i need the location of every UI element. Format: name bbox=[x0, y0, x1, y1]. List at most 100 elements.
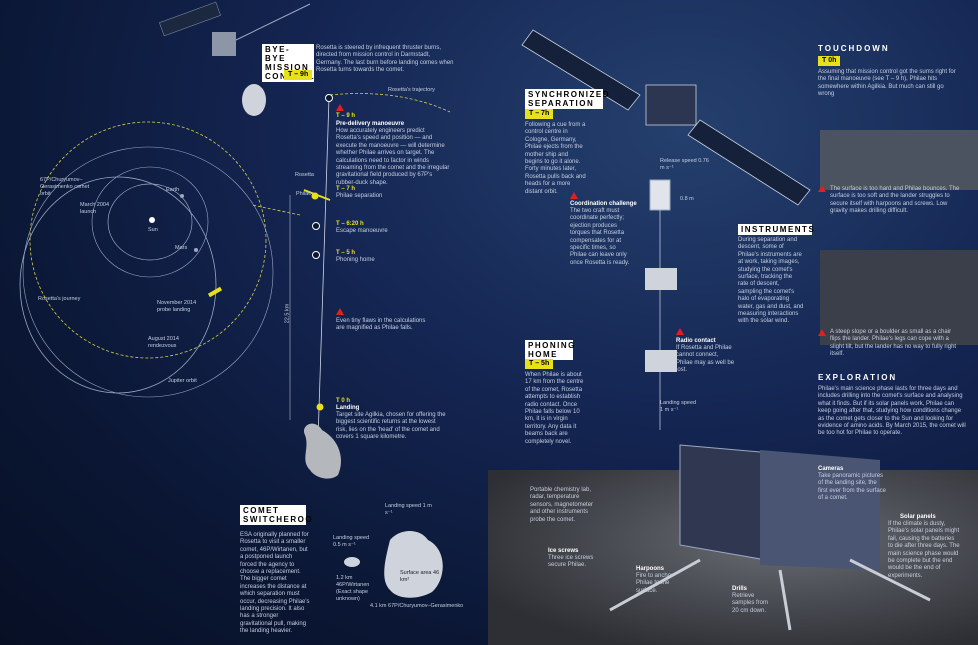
solar-panels-text: If the climate is dusty, Philae's solar … bbox=[888, 521, 960, 579]
mars-label: Mars bbox=[175, 245, 188, 251]
earth-dot bbox=[180, 194, 184, 198]
coord-text: The two craft must coordinate perfectly;… bbox=[570, 208, 630, 266]
comet-orbit-ring bbox=[19, 176, 217, 394]
harpoons-title: Harpoons bbox=[636, 566, 665, 572]
wirtanen-shape bbox=[344, 557, 360, 567]
phoning-time: T – 5h bbox=[525, 359, 554, 369]
landing-label: November 2014 probe landing bbox=[157, 300, 197, 313]
rosetta-large-spacecraft-icon bbox=[521, 29, 811, 211]
drills-title: Drills bbox=[732, 586, 748, 592]
jupiter-label: Jupiter orbit bbox=[168, 378, 197, 384]
t0-text: Target site Agilkia, chosen for offering… bbox=[336, 412, 446, 441]
journey-label: Rosetta's journey bbox=[38, 296, 81, 302]
mars-orbit-ring bbox=[91, 166, 209, 278]
separation-distance: 0.8 m bbox=[680, 196, 694, 202]
touchdown-text: Assuming that mission control got the su… bbox=[818, 69, 956, 98]
earth-label: Earth bbox=[166, 187, 180, 193]
cameras-text: Take panoramic pictures of the landing s… bbox=[818, 473, 887, 502]
philae-label: Philae bbox=[296, 191, 312, 197]
sun-label: Sun bbox=[148, 227, 158, 233]
t0-marker bbox=[316, 403, 324, 411]
trajectory-label: Rosetta's trajectory bbox=[388, 87, 435, 93]
descent-line bbox=[317, 97, 330, 441]
big-comet-size: 4.1 km 67P/Churyumov–Gerasimenko bbox=[370, 603, 464, 609]
jupiter-orbit-ring bbox=[22, 146, 274, 398]
touchdown-warning-icon bbox=[818, 185, 826, 192]
t9-time: T – 9 h bbox=[336, 113, 356, 119]
t9-warning-icon bbox=[336, 104, 344, 112]
ice-screws-text: Three ice screws secure Philae. bbox=[548, 555, 594, 569]
landing-speed: Landing speed 1 m s⁻¹ bbox=[660, 400, 697, 413]
t7-text: Philae separation bbox=[336, 193, 383, 199]
t0-time: T 0 h bbox=[336, 398, 351, 404]
switcheroo-text: ESA originally planned for Rosetta to vi… bbox=[240, 532, 310, 635]
sun-dot bbox=[149, 217, 155, 223]
chem-lab-text: Portable chemistry lab, radar, temperatu… bbox=[530, 487, 594, 523]
sync-text: Following a cue from a control centre in… bbox=[525, 122, 586, 195]
big-landing-speed: Landing speed 1 m s⁻¹ bbox=[385, 503, 432, 516]
distance-label: 22.5 km bbox=[284, 303, 291, 324]
t620-time: T – 6:20 h bbox=[336, 221, 364, 227]
t620-marker bbox=[312, 222, 320, 230]
t9-marker bbox=[325, 94, 333, 102]
probe-icon bbox=[207, 286, 223, 298]
rendezvous-label: August 2014 rendezvous bbox=[148, 336, 179, 349]
philae-descent-2 bbox=[645, 350, 677, 372]
exploration-text: Philae's main science phase lasts for th… bbox=[818, 386, 966, 437]
rosetta-label: Rosetta bbox=[295, 172, 314, 178]
t620-text: Escape manoeuvre bbox=[336, 228, 388, 234]
mars-dot bbox=[194, 248, 198, 252]
release-speed: Release speed 0.76 m s⁻¹ bbox=[660, 158, 709, 171]
t5-time: T – 5 h bbox=[336, 250, 356, 256]
small-comet-size: 1.2 km 46P/Wirtanen (Exact shape unknown… bbox=[336, 575, 370, 602]
escape-path bbox=[251, 204, 301, 216]
coord-warning-icon bbox=[570, 192, 578, 200]
touchdown-warning-text: The surface is too hard and Philae bounc… bbox=[830, 186, 960, 215]
earth-orbit-ring bbox=[107, 183, 193, 261]
sync-header: SYNCHRONIZED SEPARATION bbox=[525, 89, 609, 109]
churyumov-shape bbox=[384, 531, 443, 598]
small-landing-speed: Landing speed 0.5 m s⁻¹ bbox=[333, 535, 370, 548]
drills-text: Retrieve samples from 20 cm down. bbox=[732, 593, 769, 614]
instruments-header: INSTRUMENTS bbox=[738, 224, 814, 235]
launch-label: March 2004 launch bbox=[80, 202, 110, 215]
switcheroo-header: COMET SWITCHEROO bbox=[240, 505, 312, 525]
solar-panels-title: Solar panels bbox=[900, 514, 936, 520]
touchdown-header: TOUCHDOWN bbox=[818, 44, 890, 53]
t7-time: T – 7 h bbox=[336, 186, 356, 192]
byebye-time: T – 9h bbox=[284, 70, 313, 80]
harpoons-text: Fire to anchor Philae to the surface. bbox=[636, 573, 674, 594]
comet-67p-shape bbox=[303, 423, 342, 479]
t9-title: Pre-delivery manoeuvre bbox=[336, 121, 405, 127]
exploration-header: EXPLORATION bbox=[818, 373, 898, 382]
surface-area-label: Surface area 46 km² bbox=[400, 570, 440, 583]
sync-time: T – 7h bbox=[525, 109, 554, 119]
phoning-text: When Philae is about 17 km from the cent… bbox=[525, 372, 584, 445]
t0-title: Landing bbox=[336, 405, 360, 411]
t9-text: How accurately engineers predict Rosetta… bbox=[336, 128, 450, 186]
byebye-text: Rosetta is steered by infrequent thruste… bbox=[316, 45, 454, 74]
radio-text: If Rosetta and Philae cannot connect, Ph… bbox=[676, 345, 735, 374]
rosetta-spacecraft-icon bbox=[159, 1, 311, 116]
comet-orbit-label: 67P/Churyumov–Gerasimenko comet orbit bbox=[40, 177, 90, 197]
instruments-text: During separation and descent, some of P… bbox=[738, 237, 804, 325]
ice-screws-title: Ice screws bbox=[548, 548, 579, 554]
t5-text: Phoning home bbox=[336, 257, 375, 263]
radio-warning-icon bbox=[676, 328, 684, 336]
slope-warning-icon bbox=[818, 329, 826, 336]
journey-path bbox=[29, 121, 267, 359]
flaws-text: Even tiny flaws in the calculations are … bbox=[336, 318, 426, 332]
touchdown-scene bbox=[820, 130, 978, 190]
t5-marker bbox=[312, 251, 320, 259]
philae-lander-icon bbox=[609, 444, 931, 631]
slope-scene bbox=[820, 250, 978, 345]
trajectory-curve bbox=[329, 93, 451, 113]
cameras-title: Cameras bbox=[818, 466, 844, 472]
coord-title: Coordination challenge bbox=[570, 201, 637, 207]
rosetta-small-icon bbox=[303, 189, 331, 201]
phoning-header: PHONING HOME bbox=[525, 340, 574, 360]
slope-warning-text: A steep slope or a boulder as small as a… bbox=[830, 329, 957, 358]
flaws-warning-icon bbox=[336, 308, 344, 316]
radio-title: Radio contact bbox=[676, 338, 716, 344]
